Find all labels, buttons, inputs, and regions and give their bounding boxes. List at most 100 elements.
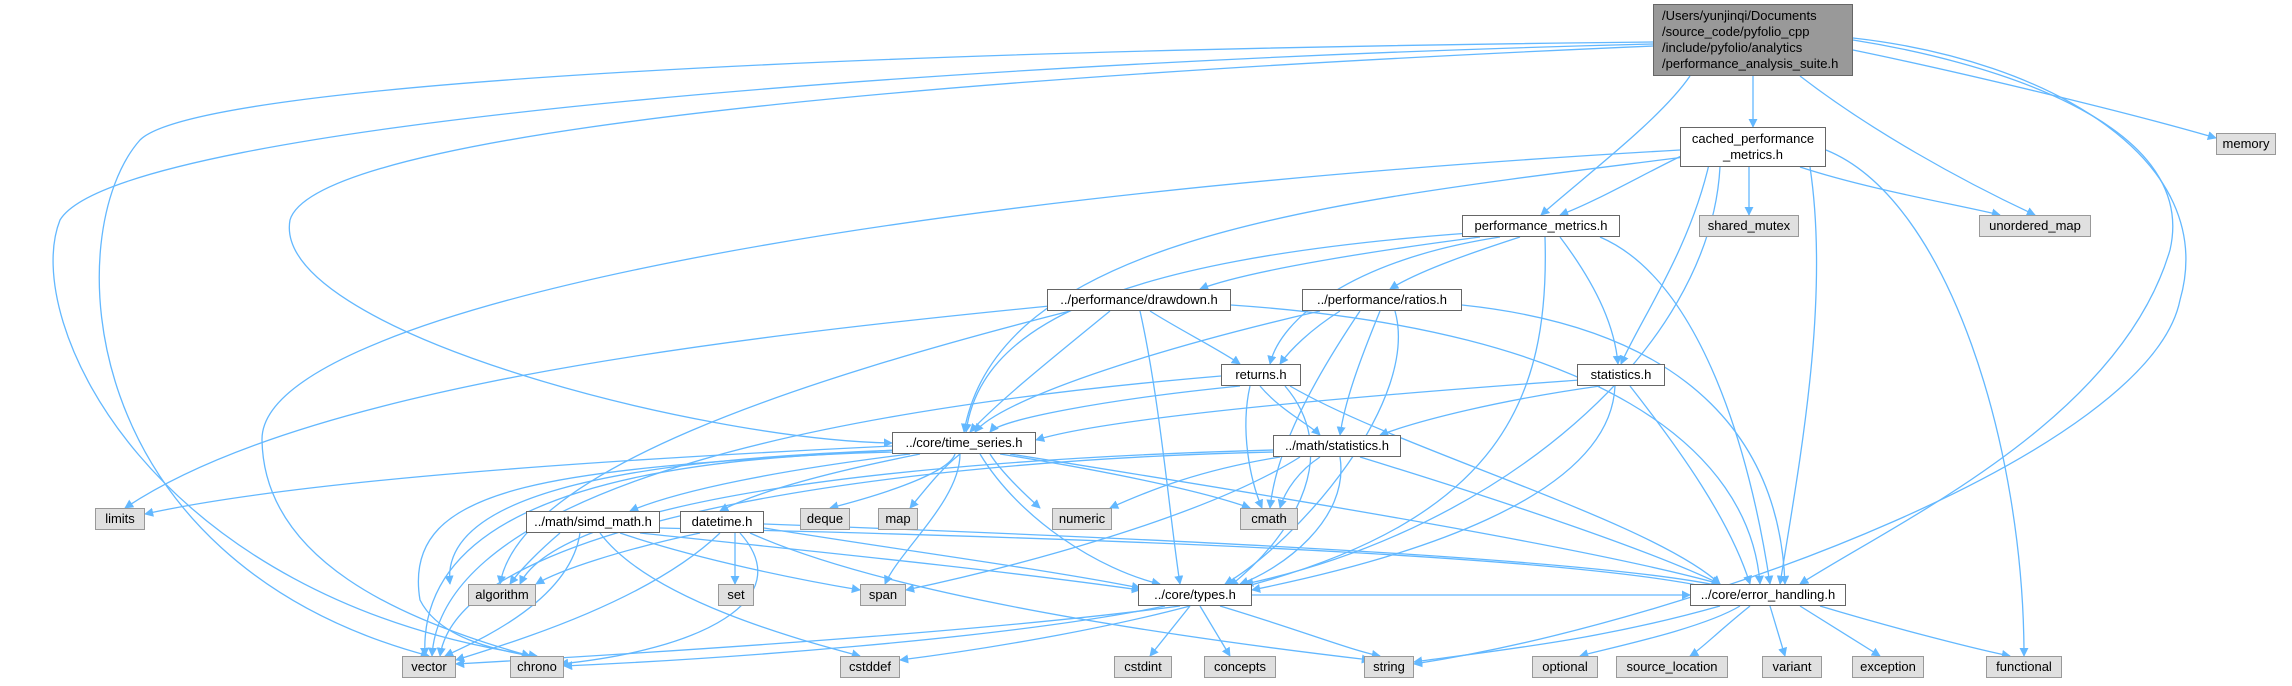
edge-dt-75	[763, 527, 1141, 591]
edge-dd-25	[1149, 310, 1241, 365]
node-chrono: chrono	[510, 656, 564, 678]
node-returns[interactable]: returns.h	[1221, 364, 1301, 386]
node-performance-analysis-suite[interactable]: /Users/yunjinqi/Documents /source_code/p…	[1653, 4, 1853, 76]
edge-ts-48	[989, 453, 1041, 509]
node-types[interactable]: ../core/types.h	[1138, 584, 1252, 606]
edge-eh-92	[1413, 605, 1721, 666]
edge-cpm-17	[1244, 166, 1721, 587]
edge-ts-56	[144, 445, 893, 517]
edge-re-41	[1229, 385, 1312, 587]
edge-cpm-13	[1776, 166, 1818, 585]
edge-dd-27	[1139, 310, 1184, 585]
node-math-statistics[interactable]: ../math/statistics.h	[1273, 435, 1401, 457]
edge-pm-21	[1559, 236, 1622, 365]
edge-eh-91	[1819, 605, 2011, 659]
edge-dt-73	[535, 532, 701, 585]
node-concepts: concepts	[1204, 656, 1276, 678]
edge-eh-88	[1689, 605, 1751, 657]
node-optional: optional	[1532, 656, 1598, 678]
node-string: string	[1364, 656, 1414, 678]
edge-ms-66	[436, 451, 1276, 657]
node-datetime[interactable]: datetime.h	[680, 511, 764, 533]
edge-dt-79	[763, 523, 1721, 589]
edge-ts-47	[909, 453, 961, 509]
node-simd-math[interactable]: ../math/simd_math.h	[526, 511, 660, 533]
edge-ts-55	[629, 453, 911, 513]
edge-ty-81	[563, 605, 1166, 671]
edge-sm-67	[509, 532, 561, 585]
node-time-series[interactable]: ../core/time_series.h	[892, 432, 1036, 454]
node-statistics[interactable]: statistics.h	[1577, 364, 1665, 386]
edge-st-43	[1379, 385, 1601, 437]
edge-ty-83	[1149, 605, 1191, 657]
edge-pm-23	[1239, 236, 1546, 591]
edge-sm-71	[444, 532, 581, 657]
edge-root-7	[1799, 39, 2174, 585]
node-error-handling[interactable]: ../core/error_handling.h	[1690, 584, 1846, 606]
edge-ts-52	[979, 453, 1161, 587]
edge-ms-65	[519, 449, 1274, 585]
node-numeric: numeric	[1052, 508, 1112, 530]
node-performance-metrics[interactable]: performance_metrics.h	[1462, 215, 1620, 237]
edge-ts-57	[444, 449, 901, 585]
edge-ra-32	[1336, 310, 1381, 436]
node-cmath: cmath	[1240, 508, 1298, 530]
edge-st-46	[1251, 385, 1616, 593]
edge-ra-35	[1266, 310, 1361, 509]
edge-ty-80	[455, 605, 1181, 669]
edge-st-44	[1035, 379, 1581, 442]
node-vector: vector	[402, 656, 456, 678]
edge-dd-30	[496, 310, 1071, 585]
node-functional: functional	[1986, 656, 2062, 678]
edge-ts-58	[420, 451, 896, 657]
edge-ra-34	[1461, 304, 1790, 585]
edge-ra-36	[974, 310, 1321, 433]
edge-cpm-16	[261, 149, 1681, 659]
node-drawdown[interactable]: ../performance/drawdown.h	[1047, 289, 1231, 311]
node-algorithm: algorithm	[468, 584, 536, 606]
edge-ms-61	[1109, 456, 1281, 509]
node-cstddef: cstddef	[840, 656, 900, 678]
edge-ts-59	[417, 449, 898, 659]
edge-sm-68	[639, 532, 1141, 594]
edge-ms-64	[905, 456, 1301, 593]
node-map: map	[878, 508, 918, 530]
edge-ty-85	[1219, 605, 1381, 659]
edge-sm-69	[619, 532, 861, 594]
edge-re-42	[427, 375, 1222, 657]
edge-eh-89	[1769, 605, 1788, 657]
edge-ts-53	[884, 453, 961, 585]
node-ratios[interactable]: ../performance/ratios.h	[1302, 289, 1462, 311]
edge-ra-31	[1279, 310, 1341, 365]
edge-ms-63	[1239, 456, 1342, 586]
edge-dt-77	[455, 532, 721, 662]
edge-cpm-15	[960, 154, 1701, 433]
edge-pm-18	[1199, 236, 1481, 291]
edge-dd-26	[969, 310, 1111, 433]
node-cstdint: cstdint	[1114, 656, 1172, 678]
edge-ms-60	[1277, 456, 1321, 509]
edge-ms-62	[1359, 456, 1721, 585]
node-source-location: source_location	[1616, 656, 1728, 678]
node-limits: limits	[95, 508, 145, 530]
edge-cpm-14	[1825, 149, 2029, 657]
node-memory-box: memory	[2216, 133, 2276, 155]
edge-root-6	[1852, 49, 2217, 141]
node-cached-performance-metrics[interactable]: cached_performance _metrics.h	[1680, 127, 1826, 167]
edge-st-45	[1629, 385, 1752, 585]
node-shared-mutex: shared_mutex	[1699, 215, 1799, 237]
edge-sm-72	[659, 527, 1721, 593]
edge-ty-82	[899, 605, 1191, 664]
edge-re-37	[1259, 385, 1321, 436]
edge-re-39	[1245, 385, 1263, 509]
edge-pm-19	[1389, 236, 1521, 290]
edge-root-3	[1540, 75, 1691, 216]
edge-root-1	[52, 43, 1654, 660]
edge-root-0	[98, 41, 1654, 659]
node-unordered-map: unordered_map	[1979, 215, 2091, 237]
node-variant: variant	[1762, 656, 1822, 678]
node-span: span	[860, 584, 906, 606]
edge-dt-78	[749, 532, 1371, 664]
edge-ts-51	[1009, 453, 1721, 587]
edge-root-2	[288, 45, 1654, 448]
